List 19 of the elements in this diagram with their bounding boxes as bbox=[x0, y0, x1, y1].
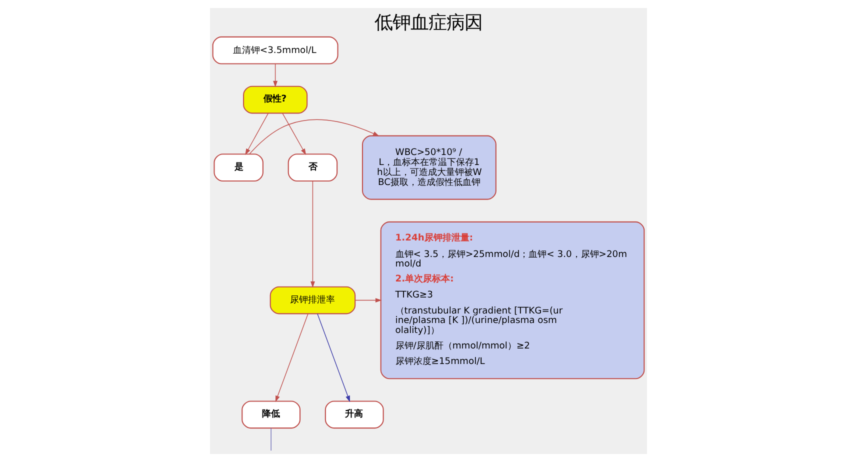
node-box: WBC>50*10⁹ /L，血标本在常温下保存1h以上，可造成大量钾被WBC摄取，造成假性低血钾 bbox=[361, 135, 496, 200]
connector bbox=[270, 428, 271, 451]
node-box: 尿钾排泄率 bbox=[269, 286, 356, 314]
node-box: 否 bbox=[287, 154, 338, 182]
arrow bbox=[282, 112, 306, 156]
node-box: 降低 bbox=[241, 400, 300, 429]
arrow bbox=[248, 119, 379, 154]
node-box: 升高 bbox=[324, 400, 384, 429]
arrow bbox=[316, 313, 350, 402]
diagram-title: 低钾血症病因 bbox=[374, 12, 482, 34]
node-box: 假性? bbox=[242, 86, 308, 114]
node-box: 1.24h尿钾排泄量: 血钾< 3.5，尿钾>25mmol/d；血钾< 3.0，尿钾>20mmol/d 2.单次尿标本: TTKG≥3 （transtubular K gradient [TTKG=(urine/plasma [K ])/(urine/plasma osmolality)]） 尿钾/尿肌酐（mmol/mmol）≥2 尿钾浓度≥15mmol/L bbox=[380, 221, 644, 380]
arrow bbox=[310, 180, 314, 288]
arrow bbox=[354, 298, 382, 303]
node-box: 血清钾<3.5mmol/L bbox=[212, 36, 338, 64]
arrow bbox=[244, 112, 268, 156]
arrow bbox=[272, 64, 278, 88]
arrow bbox=[274, 313, 308, 402]
node-box: 是 bbox=[213, 154, 263, 182]
